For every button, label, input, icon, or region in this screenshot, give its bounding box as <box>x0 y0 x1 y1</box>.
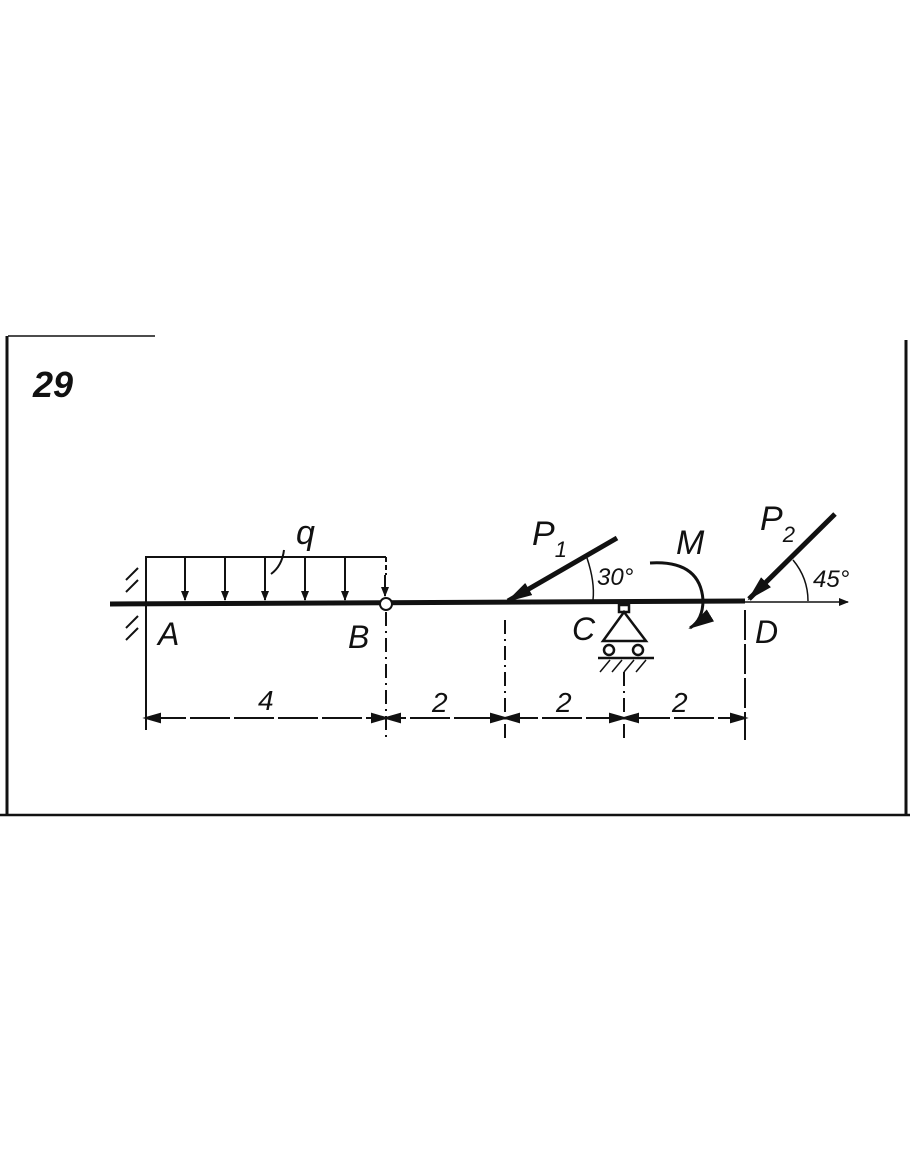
dimension-label-c-d: 2 <box>671 687 688 718</box>
load-label: q <box>296 514 315 552</box>
moment-m-arrow <box>649 561 715 630</box>
point-a-label: A <box>156 616 179 652</box>
angle-30-label: 30° <box>597 564 634 591</box>
distributed-load <box>146 549 389 601</box>
angle-30-arc <box>586 557 595 601</box>
point-d-label: D <box>755 614 778 650</box>
dimension-lines <box>142 610 749 740</box>
point-c-label: C <box>572 611 596 647</box>
fixed-wall-support <box>125 556 147 641</box>
dimension-label-b-p1: 2 <box>431 687 448 718</box>
angle-45-label: 45° <box>813 566 850 593</box>
angle-45-arc <box>792 559 809 602</box>
force-p2-label: P2 <box>760 500 795 547</box>
frame <box>0 335 910 817</box>
force-p1-label: P1 <box>532 515 567 562</box>
beam <box>109 598 746 607</box>
moment-label: M <box>676 524 705 562</box>
hinge-b <box>379 597 393 611</box>
roller-support-c <box>598 603 654 673</box>
dimension-label-p1-c: 2 <box>555 687 572 718</box>
dimension-label-ab: 4 <box>258 685 274 716</box>
force-p1-arrow <box>506 535 619 604</box>
point-b-label: B <box>348 619 369 655</box>
force-p2-arrow <box>747 512 837 601</box>
problem-number: 29 <box>32 364 73 405</box>
